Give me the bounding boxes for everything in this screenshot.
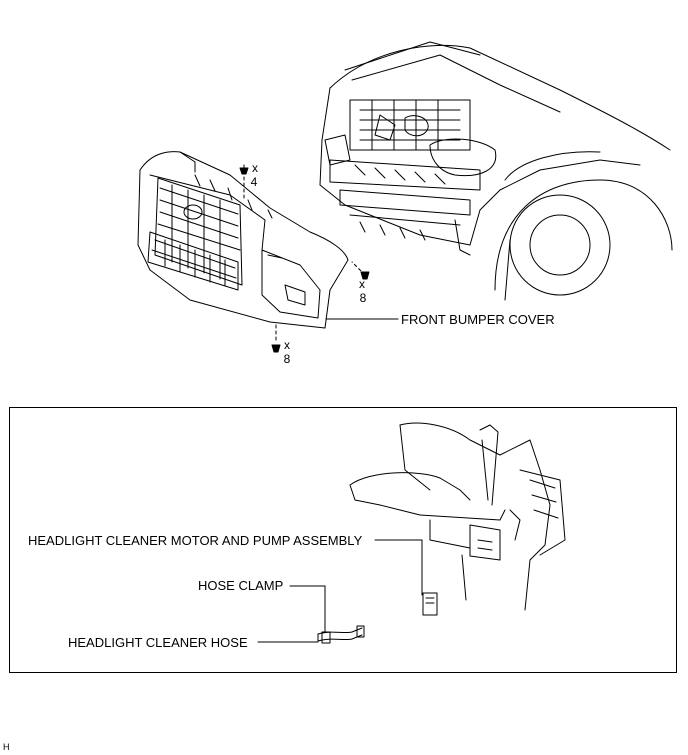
motor-pump-assembly-label: HEADLIGHT CLEANER MOTOR AND PUMP ASSEMBL…	[28, 533, 363, 548]
vehicle-front-drawing	[319, 41, 673, 301]
front-bumper-cover-drawing	[137, 151, 349, 329]
front-bumper-cover-label: FRONT BUMPER COVER	[401, 312, 555, 327]
fastener-qty-x: x	[284, 338, 290, 352]
headlight-cleaner-drawing	[317, 422, 566, 644]
hose-clamp-label: HOSE CLAMP	[198, 578, 284, 593]
fastener-qty-count: 8	[359, 291, 367, 305]
clip-fastener-icons	[239, 164, 370, 353]
headlight-cleaner-hose-label: HEADLIGHT CLEANER HOSE	[68, 635, 248, 650]
fastener-qty-x: x	[359, 277, 365, 291]
fastener-qty-x: x	[252, 161, 258, 175]
fastener-qty-count: 8	[283, 352, 291, 366]
figure-corner-code: H	[3, 742, 10, 752]
lower-leader-lines	[257, 539, 423, 643]
fastener-qty-count: 4	[250, 175, 258, 189]
headlight-cleaner-panel	[9, 407, 677, 673]
